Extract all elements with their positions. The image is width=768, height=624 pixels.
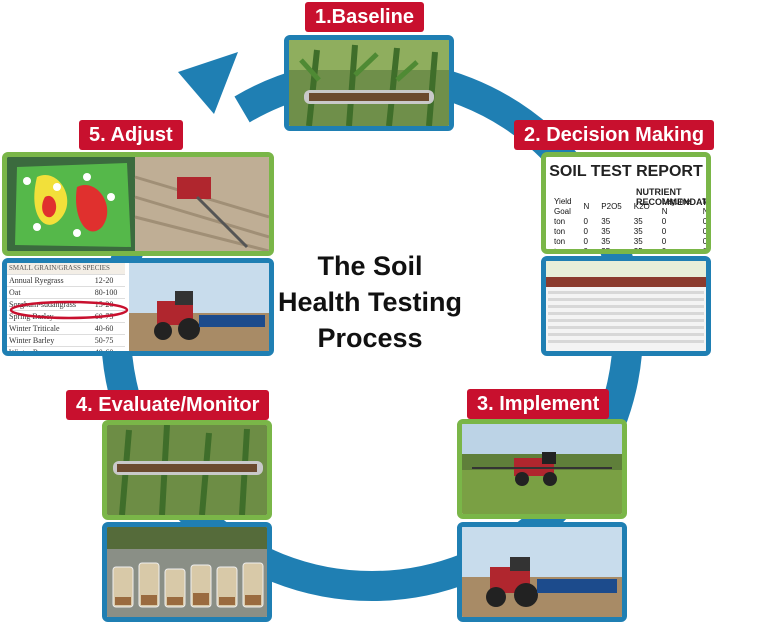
implement-sprayer-photo — [457, 419, 627, 519]
grass-row: Winter Barley 50-75 — [7, 334, 125, 347]
soil-probe-image — [289, 40, 449, 126]
evaluate-slake-test-photo — [102, 522, 272, 622]
grass-rate: 80-100 — [92, 286, 125, 299]
report-cell: 0 — [583, 217, 588, 226]
report-cell: 0 — [702, 227, 708, 236]
report-cell: 0 — [702, 217, 708, 226]
grass-species: Winter Rye — [7, 346, 93, 351]
cover-crop-table-image — [541, 256, 711, 356]
report-cell: 35 — [601, 247, 611, 254]
grass-species: Oat — [7, 286, 93, 299]
seeding-table-graphic — [546, 261, 706, 351]
grass-rate: 12-20 — [92, 274, 125, 287]
baseline-photo — [284, 35, 454, 131]
report-title: SOIL TEST REPORT — [549, 163, 703, 180]
report-cell: ton — [554, 227, 566, 236]
soil-test-report: SOIL TEST REPORT NUTRIENT RECOMMENDATION… — [541, 152, 711, 254]
step-label-decision-making: 2. Decision Making — [514, 120, 715, 150]
yield-map-image — [7, 157, 269, 251]
title-line-3: Process — [317, 323, 423, 353]
grass-species: Annual Ryegrass — [7, 274, 93, 287]
grass-rate: 40-60 — [92, 346, 125, 351]
report-col-header: K2O — [633, 202, 650, 211]
tractor-image — [462, 527, 622, 617]
grass-row: Annual Ryegrass 12-20 — [7, 274, 125, 287]
report-row: ton 0 35 35 0 0 — [548, 247, 708, 254]
report-row: ton 0 35 35 0 0 — [548, 237, 708, 247]
grass-species-table: SMALL GRAIN/GRASS SPECIES Annual Ryegras… — [7, 263, 125, 351]
sprayer-image — [462, 424, 622, 514]
report-table: Yield Goal N P2O5 K2O Legume N Manure N … — [548, 197, 710, 254]
report-cell: ton — [554, 247, 566, 254]
title-line-1: The Soil — [317, 251, 423, 281]
process-title: The Soil Health Testing Process — [262, 248, 478, 356]
implement-tractor-photo — [457, 522, 627, 622]
grass-row: Winter Triticale 40-60 — [7, 322, 125, 335]
step-label-adjust: 5. Adjust — [79, 120, 183, 150]
grass-table-header-row: SMALL GRAIN/GRASS SPECIES — [7, 263, 125, 275]
cycle-arrowhead — [178, 52, 238, 114]
report-col-header: Yield Goal — [554, 197, 572, 216]
report-subtitle: NUTRIENT RECOMMENDATIONS — [636, 187, 710, 207]
report-cell: 35 — [601, 227, 611, 236]
report-cell: 0 — [702, 237, 708, 246]
step-label-evaluate-monitor: 4. Evaluate/Monitor — [66, 390, 270, 420]
report-cell: 35 — [633, 217, 643, 226]
step-label-implement: 3. Implement — [467, 389, 610, 419]
report-cell: 0 — [661, 247, 667, 254]
highlight-oval — [9, 300, 129, 320]
grass-rate: 50-75 — [92, 334, 125, 347]
title-line-2: Health Testing — [277, 287, 463, 317]
report-cell: 0 — [661, 237, 667, 246]
grass-table-header: SMALL GRAIN/GRASS SPECIES — [7, 263, 125, 275]
adjust-yield-map-photo — [2, 152, 274, 256]
report-row: ton 0 35 35 0 0 — [548, 227, 708, 237]
report-cell: ton — [554, 237, 566, 246]
report-cell: 0 — [702, 247, 708, 254]
report-col-header: P2O5 — [601, 202, 622, 211]
report-cell: 35 — [633, 237, 643, 246]
grass-row: Oat 80-100 — [7, 286, 125, 299]
grass-species: Winter Barley — [7, 334, 93, 347]
report-cell: 35 — [601, 237, 611, 246]
report-cell: 0 — [583, 227, 588, 236]
report-col-header: Legume N — [661, 197, 691, 216]
soil-core-image — [107, 425, 267, 515]
report-header-row: Yield Goal N P2O5 K2O Legume N Manure N — [548, 197, 710, 217]
report-cell: 35 — [633, 227, 643, 236]
report-cell: 0 — [583, 247, 588, 254]
report-cell: 0 — [583, 237, 588, 246]
grass-species: Winter Triticale — [7, 322, 93, 335]
slake-jars-image — [107, 527, 267, 617]
report-cell: 35 — [601, 217, 611, 226]
report-cell: 0 — [661, 227, 667, 236]
report-col-header: Manure N — [702, 197, 710, 216]
grass-row: Winter Rye 40-60 — [7, 346, 125, 351]
report-row: ton 0 35 35 0 0 — [548, 217, 708, 227]
step-label-baseline: 1.Baseline — [305, 2, 424, 32]
report-cell: ton — [554, 217, 566, 226]
grass-rate: 40-60 — [92, 322, 125, 335]
report-cell: 0 — [661, 217, 667, 226]
adjust-tractor-image — [9, 263, 269, 351]
report-cell: 35 — [633, 247, 643, 254]
evaluate-probe-photo — [102, 420, 272, 520]
report-col-header: N — [583, 202, 590, 211]
adjust-seeding-table-photo: SMALL GRAIN/GRASS SPECIES Annual Ryegras… — [2, 258, 274, 356]
